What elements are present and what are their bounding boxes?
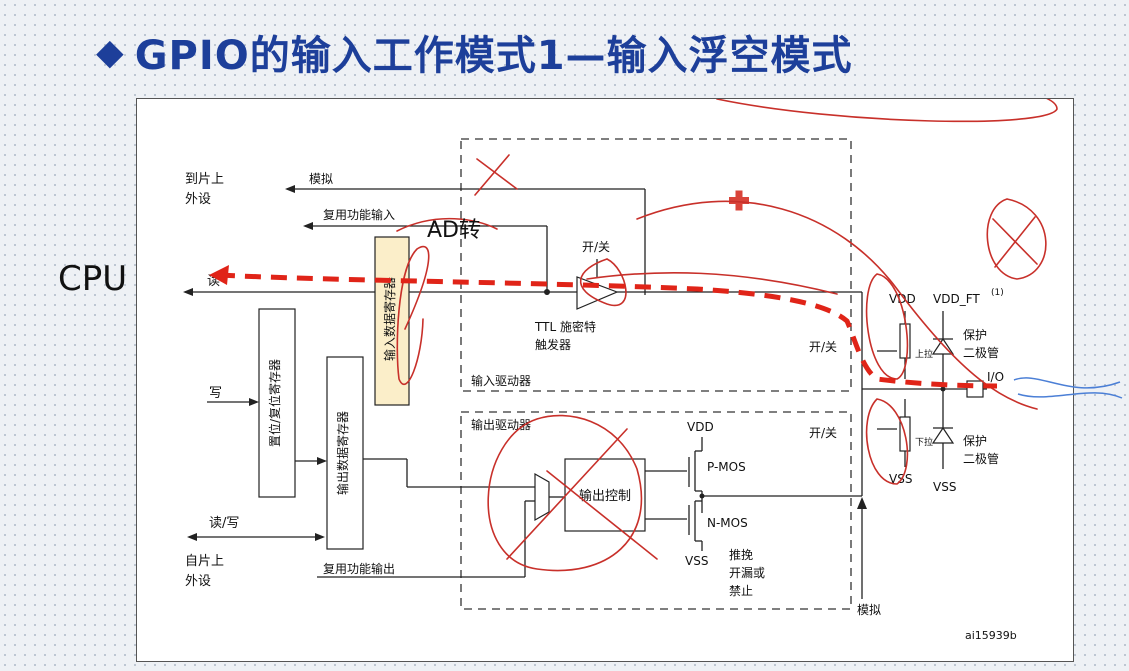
figure-id: ai15939b: [965, 629, 1017, 642]
vdd-pin-label: VDD: [889, 292, 916, 306]
input-driver-region: [460, 138, 852, 392]
on-off-input-label: 开/关: [582, 240, 610, 254]
vdd-ft-label: VDD_FT: [933, 292, 980, 306]
cpu-scrawl: CPU: [58, 259, 127, 299]
write-label: 写: [209, 386, 222, 401]
gpio-diagram: 输入数据寄存器 置位/复位寄存器 输出数据寄存器 输出控制 VDD P-MOS …: [183, 99, 1058, 642]
alt-output-label: 复用功能输出: [323, 561, 395, 576]
vss-pin-label: VSS: [933, 480, 956, 494]
output-mux: [534, 472, 550, 522]
pullup-label: 上拉: [915, 348, 933, 360]
ad-scrawl: AD转: [427, 218, 481, 243]
ttl-label-1: TTL 施密特: [534, 319, 596, 334]
gpio-diagram-frame: 输入数据寄存器 置位/复位寄存器 输出数据寄存器 输出控制 VDD P-MOS …: [136, 98, 1074, 662]
on-off-pulldown-label: 开/关: [809, 426, 837, 440]
to-onchip-label-2: 外设: [185, 192, 211, 207]
input-driver-label: 输入驱动器: [471, 373, 531, 388]
slide-title: ◆ GPIO的输入工作模式1—输入浮空模式: [96, 22, 853, 82]
bit-set-reset-register-label: 置位/复位寄存器: [267, 359, 282, 447]
bit-set-reset-register: [258, 308, 296, 498]
nmos-label: N-MOS: [707, 516, 748, 530]
schmitt-trigger: [576, 276, 619, 310]
analog-top-label: 模拟: [309, 172, 333, 186]
io-pin-label: I/O: [987, 370, 1004, 384]
output-control-block: [564, 458, 646, 532]
output-data-register-label: 输出数据寄存器: [335, 411, 350, 495]
from-onchip-label-2: 外设: [185, 574, 211, 589]
red-cross-mark: [729, 190, 749, 211]
protect-diode-bottom: [931, 426, 955, 444]
vss-output-label: VSS: [685, 554, 708, 568]
input-signal-path: [218, 272, 998, 389]
read-write-label: 读/写: [209, 516, 239, 531]
output-control-label: 输出控制: [579, 488, 631, 504]
push-pull-label-2: 开漏或: [729, 566, 765, 580]
input-path-arrow-icon: [209, 265, 229, 285]
title-text: GPIO的输入工作模式1—输入浮空模式: [134, 33, 853, 79]
input-data-register-label: 输入数据寄存器: [382, 277, 397, 361]
ttl-label-2: 触发器: [535, 337, 571, 352]
pmos-label: P-MOS: [707, 460, 746, 474]
from-onchip-label-1: 自片上: [185, 554, 224, 569]
output-driver-label: 输出驱动器: [471, 417, 531, 432]
ft-note: (1): [991, 288, 1004, 298]
protect-diode-top-label-1: 保护: [963, 328, 987, 342]
protect-diode-bottom-label-1: 保护: [963, 434, 987, 448]
pulldown-label: 下拉: [915, 436, 933, 448]
diamond-bullet-icon: ◆: [96, 31, 125, 73]
alt-input-label: 复用功能输入: [323, 207, 395, 222]
blue-ink-scribble: [1013, 377, 1123, 399]
cpu-annotation: CPU: [58, 259, 127, 299]
handwritten-annotations: AD转: [396, 99, 1058, 572]
on-off-pullup-label: 开/关: [809, 340, 837, 354]
protect-diode-bottom-label-2: 二极管: [963, 451, 999, 466]
protect-diode-top-label-2: 二极管: [963, 345, 999, 360]
push-pull-label-1: 推挽: [729, 548, 753, 562]
output-driver-region: [460, 411, 852, 610]
to-onchip-label-1: 到片上: [185, 172, 224, 187]
output-data-register: [326, 356, 364, 550]
push-pull-label-3: 禁止: [729, 584, 753, 598]
pullup-resistor: [899, 323, 911, 359]
vdd-output-label: VDD: [687, 420, 714, 434]
analog-bottom-label: 模拟: [857, 603, 881, 617]
